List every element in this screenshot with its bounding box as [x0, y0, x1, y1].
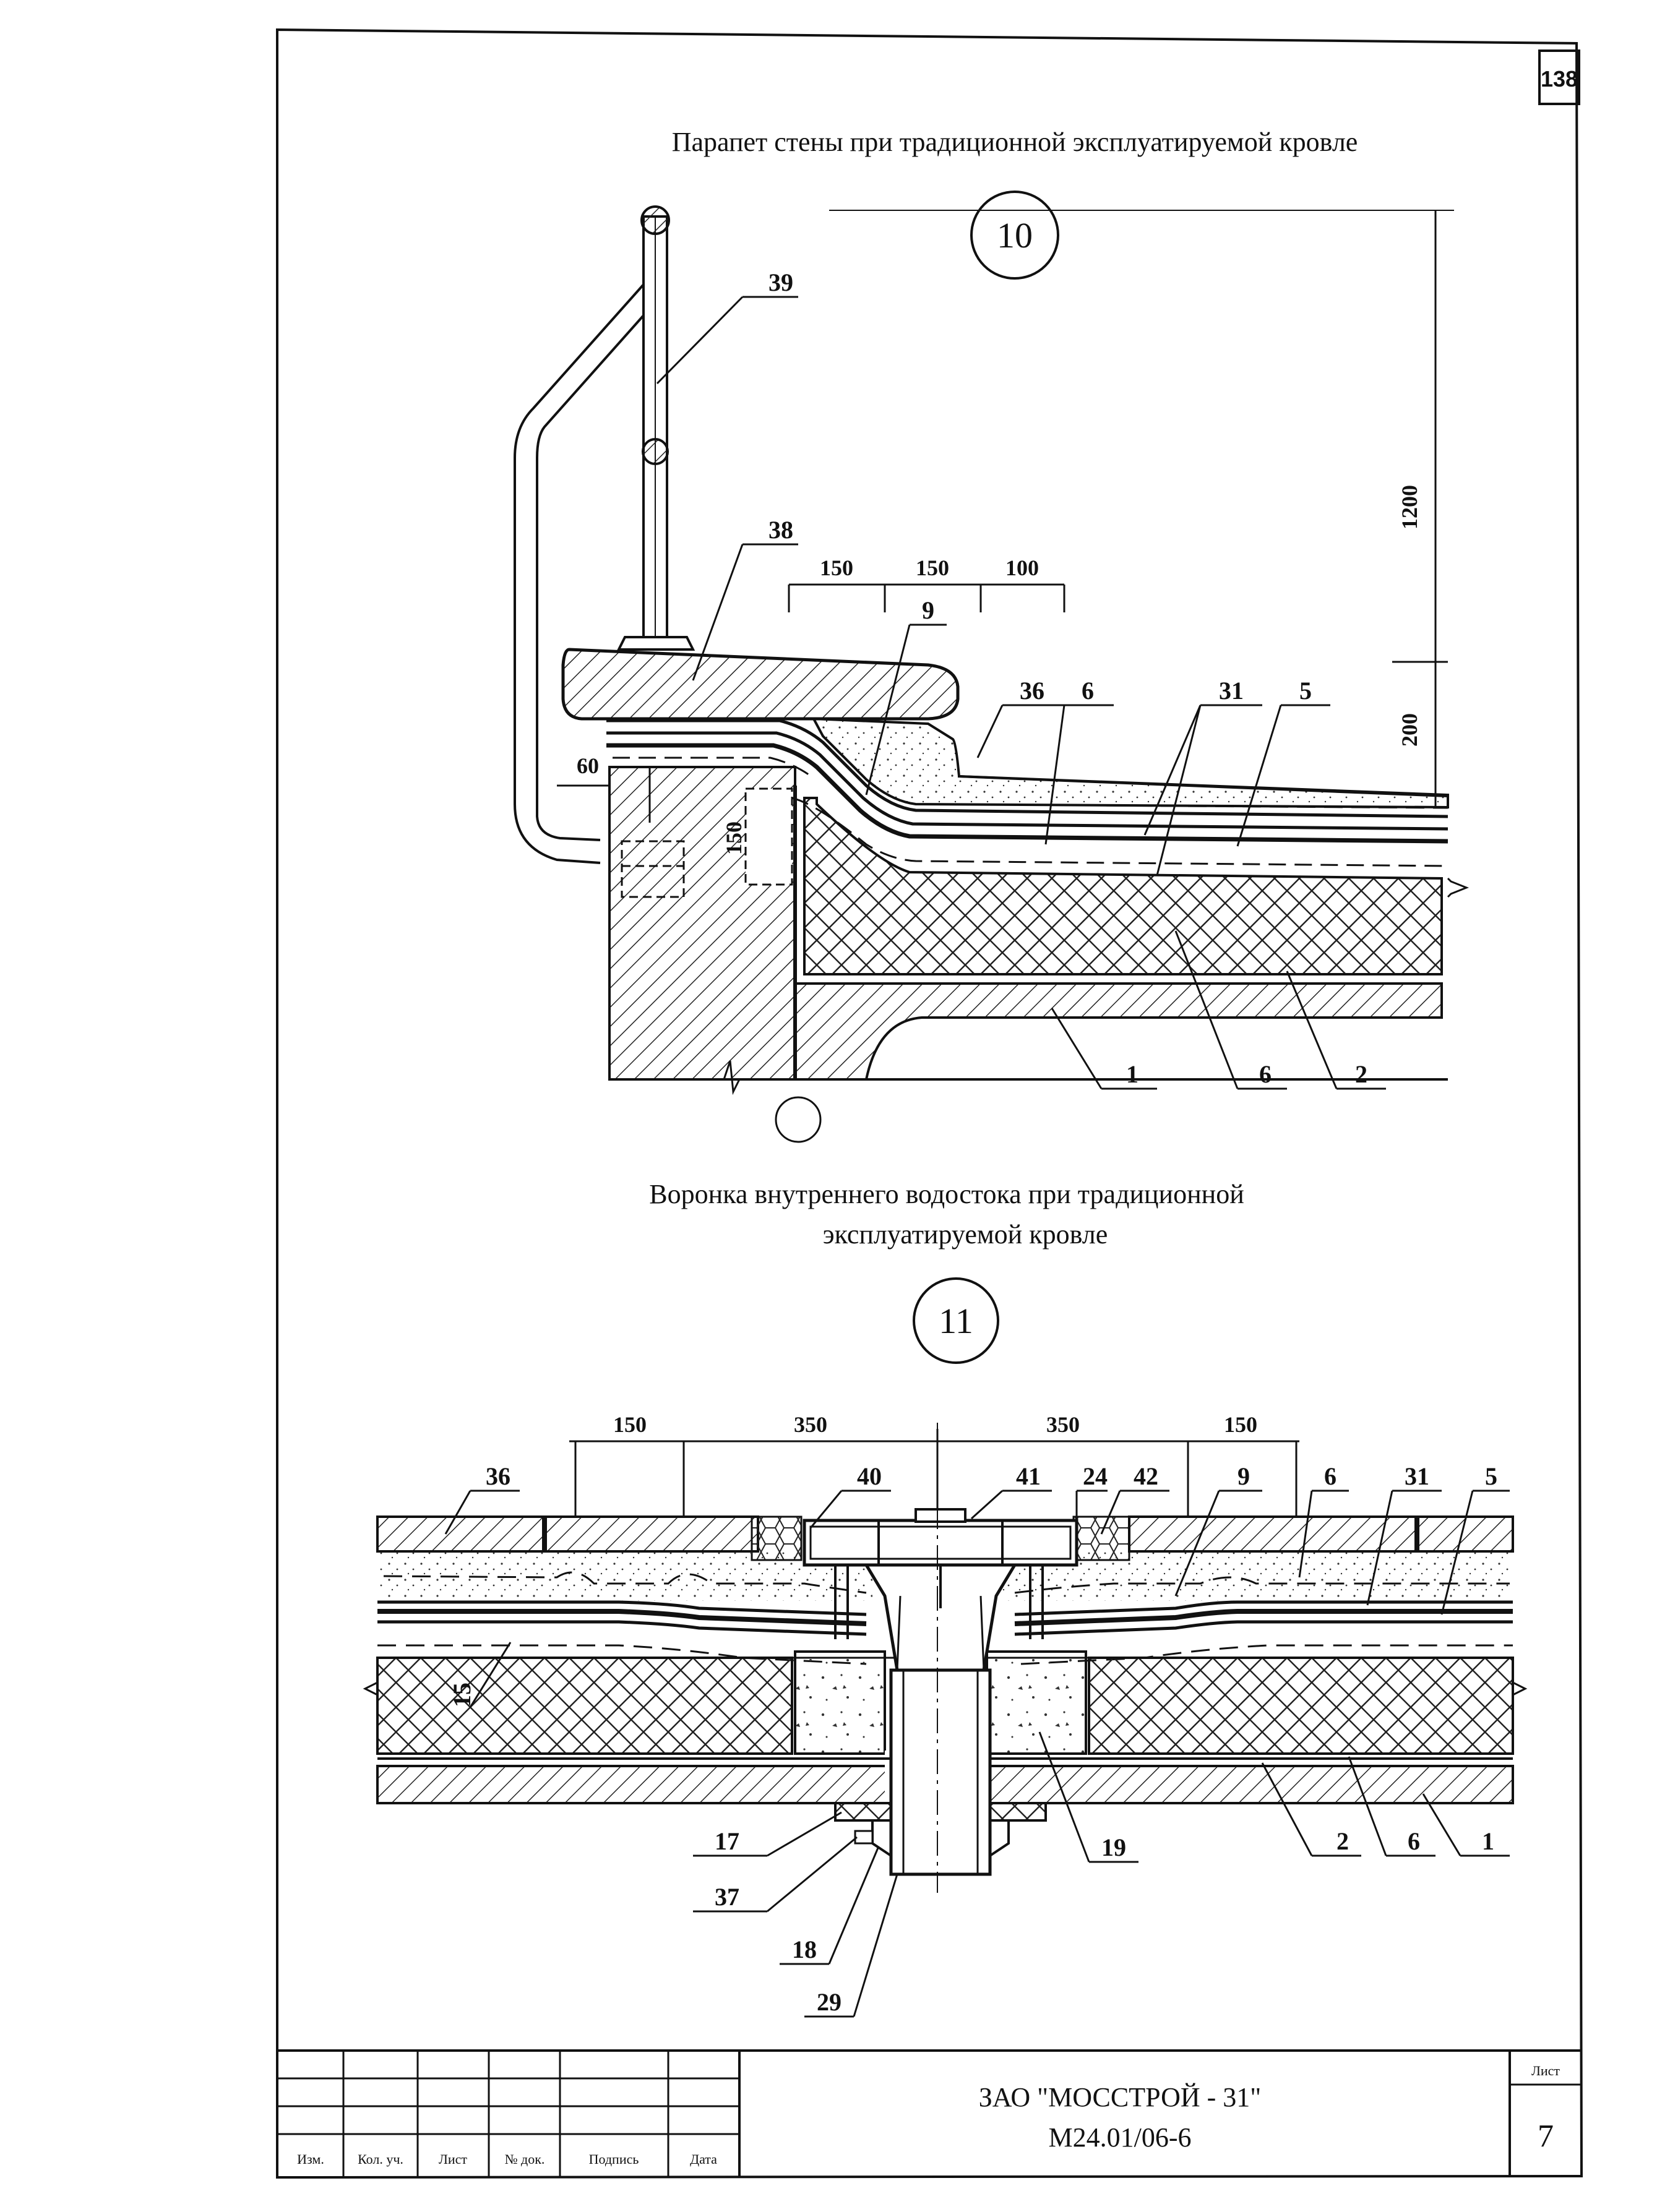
- header-kol-uch: Кол. уч.: [358, 2151, 403, 2167]
- callout-42: 42: [1134, 1462, 1158, 1490]
- dim-150: 150: [820, 555, 853, 580]
- dim-60: 60: [577, 753, 599, 778]
- sheet-number: 7: [1538, 2119, 1554, 2154]
- callout-1: 1: [1126, 1060, 1138, 1088]
- document-code: М24.01/06-6: [1049, 2122, 1192, 2153]
- railing: [514, 205, 695, 864]
- header-list: Лист: [439, 2151, 467, 2167]
- callout-6: 6: [1082, 677, 1094, 705]
- dim-150: 150: [1224, 1412, 1257, 1437]
- callout-31: 31: [1405, 1462, 1429, 1490]
- callout-31: 31: [1219, 677, 1244, 705]
- callout-38: 38: [768, 516, 793, 544]
- svg-text:10: 10: [997, 215, 1033, 255]
- sheet-label: Лист: [1531, 2063, 1560, 2078]
- header-doc-number: № док.: [505, 2151, 545, 2167]
- dimension-line-vertical: [829, 210, 1454, 807]
- callout-19: 19: [1101, 1833, 1126, 1861]
- callout-6: 6: [1259, 1060, 1272, 1088]
- callout-6: 6: [1324, 1462, 1336, 1490]
- insulation: [376, 1657, 793, 1755]
- dimension-line: [788, 583, 1065, 612]
- header-izm: Изм.: [297, 2151, 324, 2167]
- insulation: [1088, 1657, 1514, 1755]
- header-signature: Подпись: [589, 2151, 639, 2167]
- dim-150: 150: [613, 1412, 647, 1437]
- dimension-chain: [569, 1429, 1299, 1528]
- callout-15: 15: [448, 1683, 476, 1707]
- callout-37: 37: [715, 1883, 739, 1911]
- paving-slab-right: [1128, 1515, 1514, 1553]
- top-paving-layer: [811, 717, 1449, 809]
- callout-leaders: [444, 1490, 1510, 2018]
- callout-2: 2: [1336, 1827, 1349, 1855]
- callout-5: 5: [1485, 1462, 1497, 1490]
- detail11-marker: 11: [913, 1277, 999, 1364]
- dim-100: 100: [1005, 555, 1039, 580]
- coping-stone: [561, 648, 960, 721]
- concrete-fill: [986, 1650, 1087, 1755]
- insulation: [803, 797, 1443, 975]
- company-name: ЗАО "МОССТРОЙ - 31": [979, 2082, 1262, 2112]
- detail10-marker: 10: [970, 191, 1059, 280]
- title-block-grid: [277, 2049, 1582, 2177]
- roof-membrane-layers: [377, 1571, 1513, 1665]
- paving-slab-left: [376, 1515, 759, 1553]
- callout-17: 17: [715, 1827, 739, 1855]
- detail10-title: Парапет стены при традиционной эксплуати…: [672, 127, 1358, 157]
- dim-150: 150: [916, 555, 949, 580]
- header-date: Дата: [690, 2151, 717, 2167]
- callout-18: 18: [792, 1936, 817, 1963]
- callout-24: 24: [1083, 1462, 1108, 1490]
- callout-9: 9: [922, 596, 934, 624]
- roof-drain-funnel: [803, 1423, 1078, 1893]
- callout-36: 36: [1020, 677, 1044, 705]
- callout-41: 41: [1016, 1462, 1041, 1490]
- callout-leaders: [656, 296, 1386, 1090]
- dim-200: 200: [1397, 713, 1422, 747]
- callout-40: 40: [857, 1462, 882, 1490]
- callout-9: 9: [1237, 1462, 1250, 1490]
- callout-39: 39: [768, 268, 793, 296]
- dim-350: 350: [1046, 1412, 1080, 1437]
- dim-350: 350: [794, 1412, 827, 1437]
- detail11-title-line1: Воронка внутреннего водостока при традиц…: [649, 1179, 1244, 1209]
- dim-150-vertical: 150: [721, 821, 746, 855]
- roof-slab: [794, 982, 1443, 1081]
- concrete-fill: [794, 1650, 886, 1755]
- page-number-box: [1538, 49, 1580, 105]
- callout-1: 1: [1482, 1827, 1494, 1855]
- callout-36: 36: [486, 1462, 510, 1490]
- page-number: 138: [1541, 66, 1578, 92]
- callout-2: 2: [1355, 1060, 1367, 1088]
- callout-6: 6: [1408, 1827, 1420, 1855]
- callout-29: 29: [817, 1988, 841, 2016]
- detail11-title-line2: эксплуатируемой кровле: [823, 1219, 1108, 1250]
- dim-1200: 1200: [1397, 485, 1422, 529]
- callout-5: 5: [1299, 677, 1312, 705]
- svg-text:11: 11: [939, 1301, 973, 1341]
